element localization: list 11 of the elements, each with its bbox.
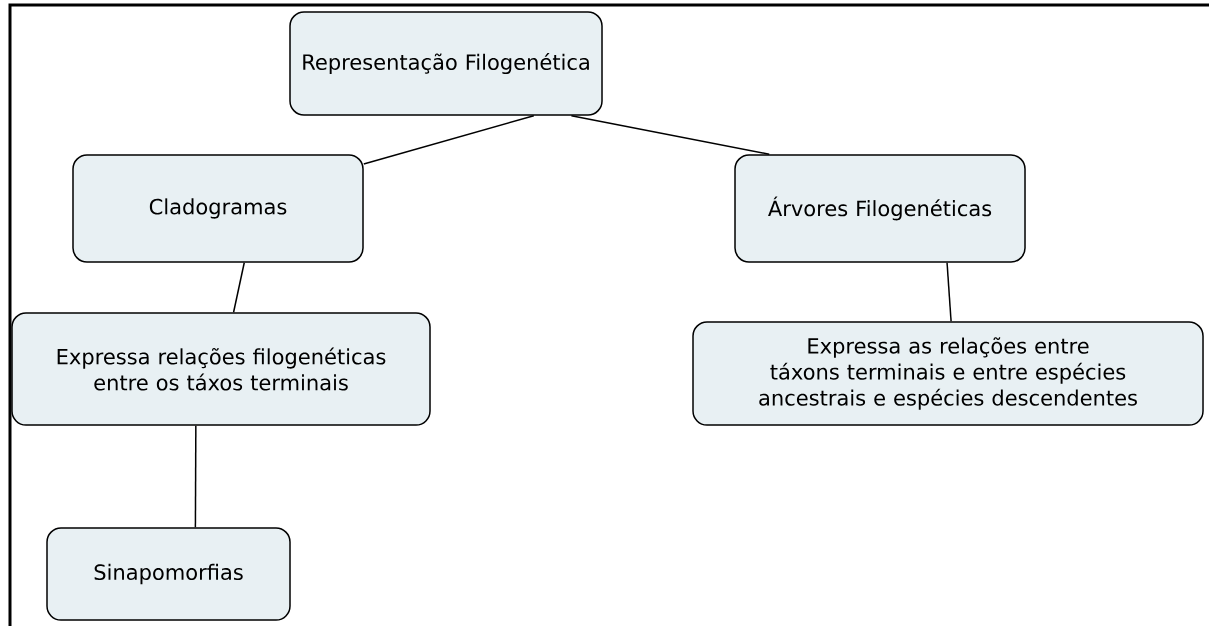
connector-line [194, 425, 197, 528]
connector-line [570, 115, 770, 155]
connector-line [363, 115, 535, 165]
concept-box: Representação Filogenética [289, 11, 603, 116]
connector-line [946, 262, 952, 322]
concept-box: Sinapomorfias [46, 527, 291, 621]
concept-box: Expressa relações filogenéticas entre os táxos terminais [11, 312, 431, 426]
concept-box: Cladogramas [72, 154, 364, 263]
concept-box: Árvores Filogenéticas [734, 154, 1026, 263]
concept-box: Expressa as relações entre táxons terminais e entre espécies ancestrais e espécies descendentes [692, 321, 1204, 426]
connector-line [232, 262, 245, 313]
